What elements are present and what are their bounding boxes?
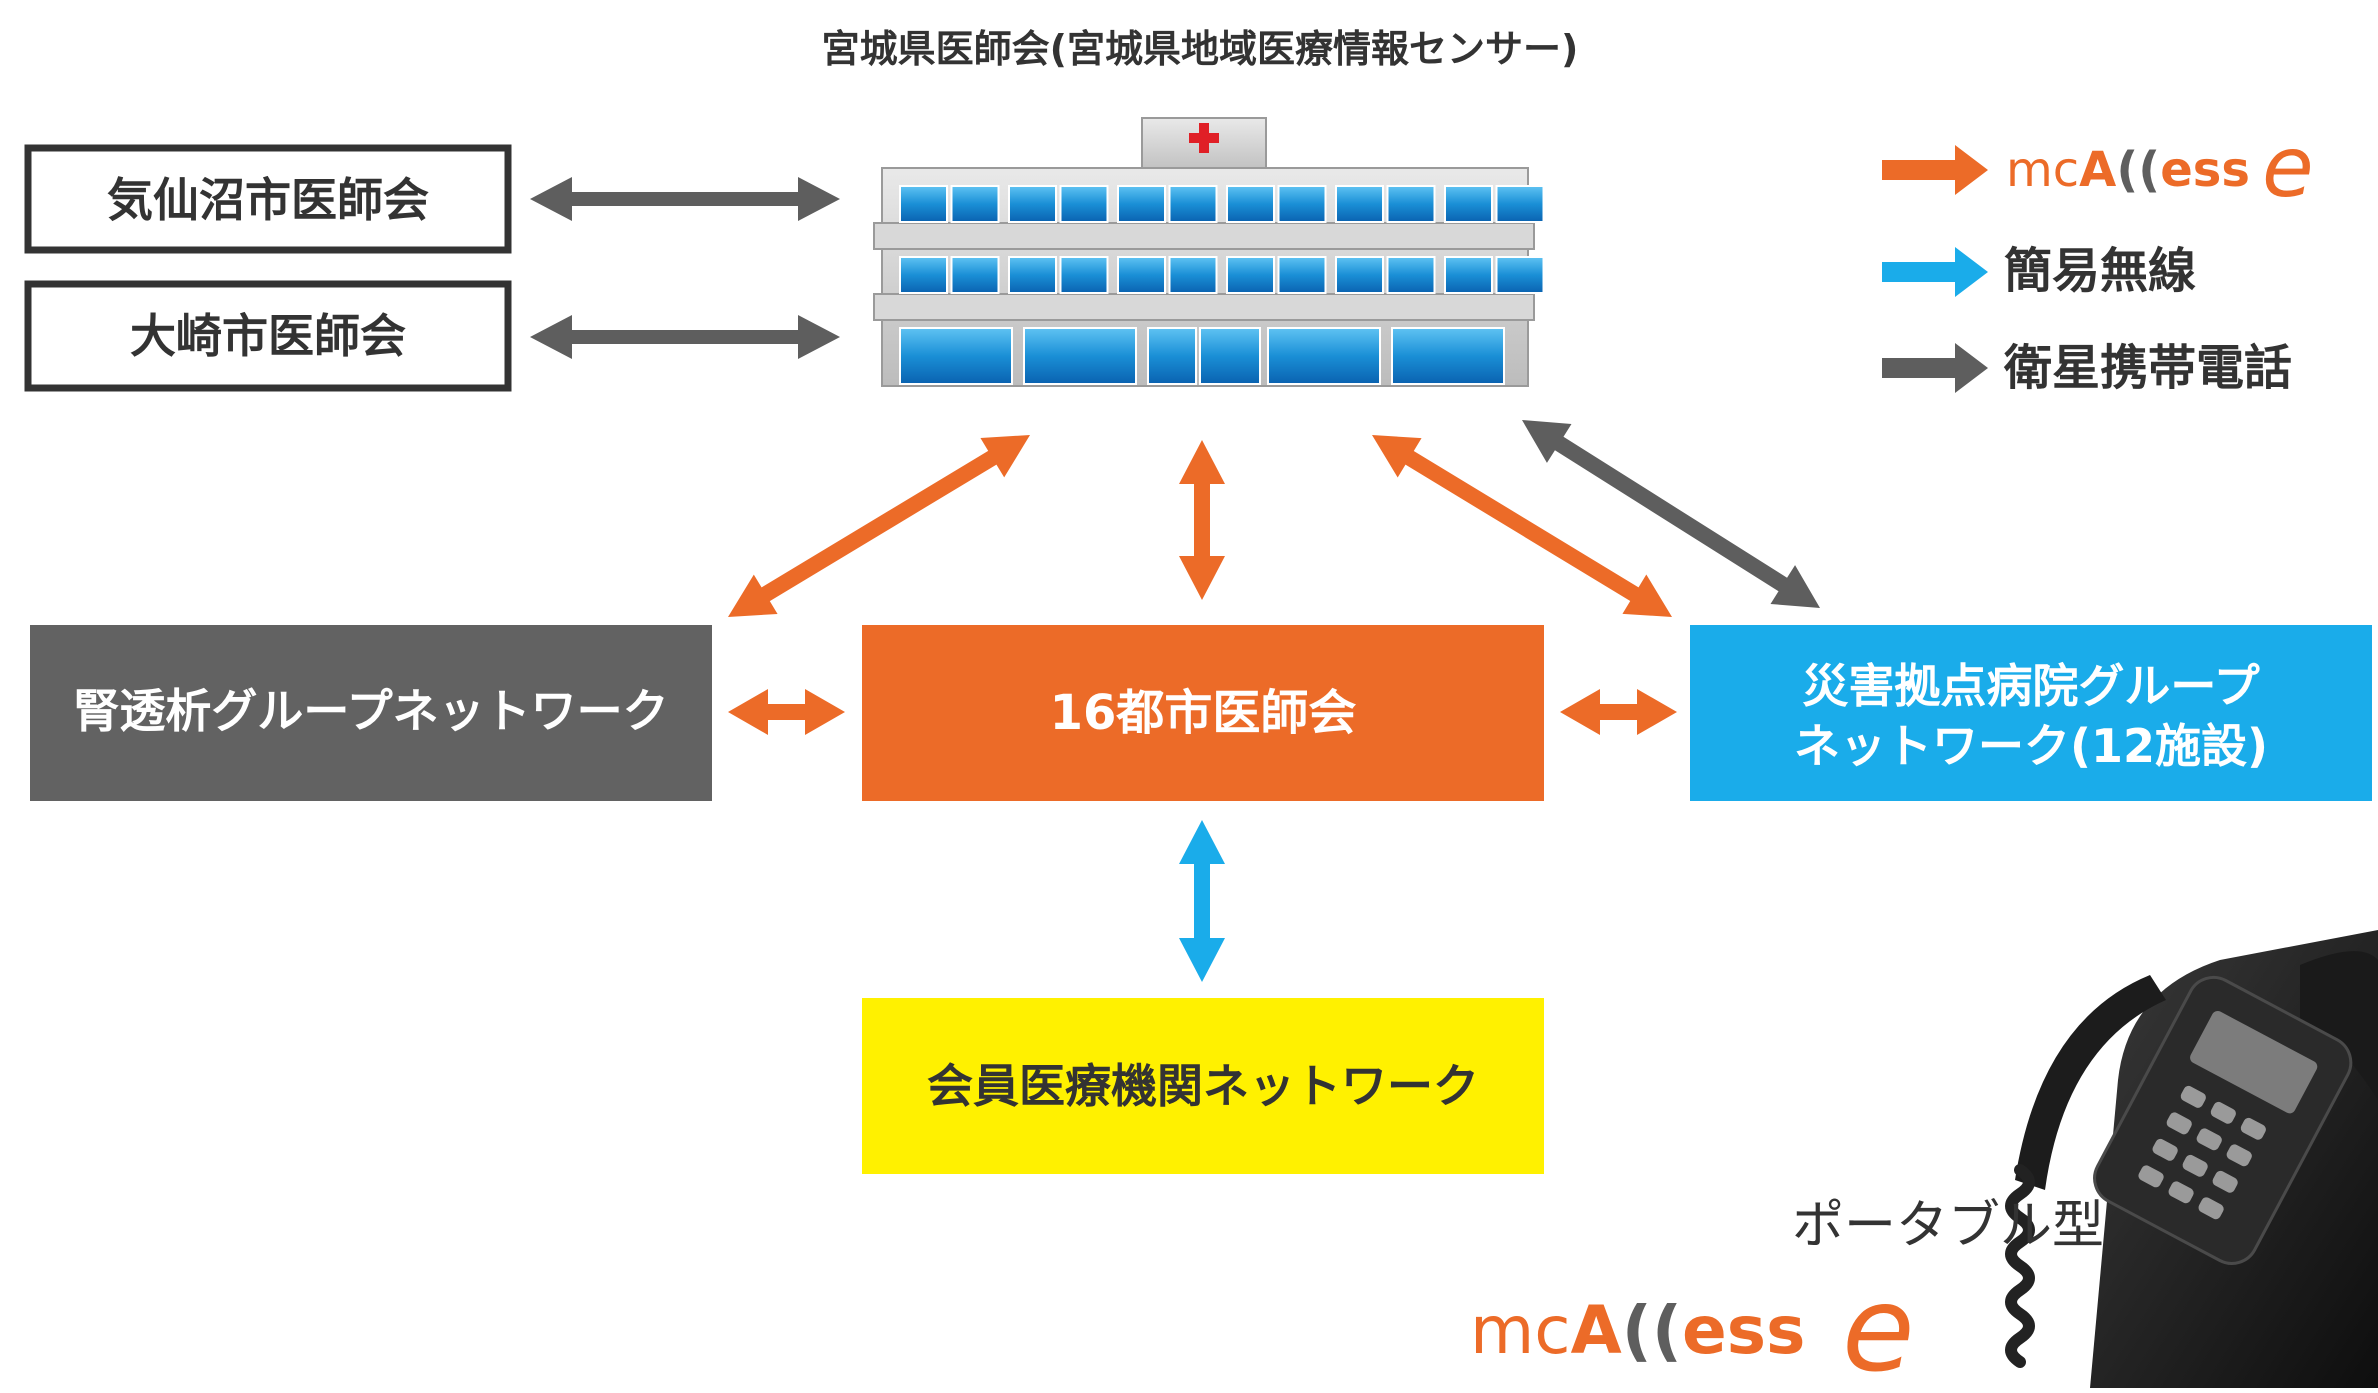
disaster-hospital-label-line1: 災害拠点病院グループ	[1802, 659, 2259, 713]
hospital-window	[1335, 256, 1384, 294]
device-key	[2168, 1181, 2194, 1204]
hospital-window	[1059, 185, 1109, 223]
device-key	[2240, 1117, 2266, 1140]
legend-simple-radio-label: 簡易無線	[2004, 243, 2196, 299]
member-institutions-box: 会員医療機関ネットワーク	[862, 998, 1544, 1174]
device-key	[2196, 1128, 2222, 1151]
arrow-disaster-hospital-satellite	[1522, 420, 1820, 608]
legend-satellite-phone: 衛星携帯電話	[1882, 340, 2292, 396]
hospital-window	[899, 327, 1013, 385]
svg-text:mcA((ess: mcA((ess	[2006, 142, 2250, 198]
hospital-window	[1444, 256, 1493, 294]
hospital-window	[1495, 185, 1545, 223]
legend-logo-e: e	[2262, 118, 2314, 216]
arrow-city-hospital	[1179, 440, 1225, 600]
hospital-window	[1386, 185, 1436, 223]
osaki-box: 大崎市医師会	[24, 280, 512, 392]
hospital-window	[1008, 185, 1057, 223]
hospital-window	[1008, 256, 1057, 294]
arrow-osaki-hospital	[530, 315, 840, 359]
hospital-window	[1168, 256, 1218, 294]
member-institutions-label: 会員医療機関ネットワーク	[927, 1059, 1479, 1113]
svg-text:mcA((ess: mcA((ess	[1470, 1292, 1805, 1369]
device-key	[2210, 1101, 2236, 1124]
hospital-window	[1495, 256, 1545, 294]
hospital-window	[950, 185, 1000, 223]
hospital-window	[1277, 185, 1327, 223]
hospital-window	[1226, 185, 1275, 223]
legend: mcA((ess e 簡易無線 衛星携帯電話	[1882, 118, 2314, 396]
disaster-hospital-label-line2: ネットワーク(12施設)	[1794, 719, 2268, 773]
device-key	[2182, 1154, 2208, 1177]
device-key	[2226, 1144, 2252, 1167]
arrow-city-disaster	[1560, 689, 1677, 735]
device-key	[2152, 1138, 2178, 1161]
portable-type-caption: ポータブル型	[1792, 1196, 2104, 1256]
dialysis-network-box: 腎透析グループネットワーク	[30, 625, 712, 801]
hospital-window	[1391, 327, 1505, 385]
osaki-label: 大崎市医師会	[130, 309, 406, 363]
hospital-window	[1059, 256, 1109, 294]
disaster-hospital-box: 災害拠点病院グループ ネットワーク(12施設)	[1690, 625, 2372, 801]
device-key	[2198, 1197, 2224, 1220]
hospital-window	[1335, 185, 1384, 223]
mcaccess-logo: mcA((ess e	[1470, 1260, 1915, 1393]
device-key	[2212, 1170, 2238, 1193]
legend-logo-a: A	[2079, 142, 2116, 198]
logo-e: e	[1842, 1260, 1915, 1388]
hospital-window	[1117, 185, 1166, 223]
hospital-window	[1117, 256, 1166, 294]
city-medical-association-box: 16都市医師会	[862, 625, 1544, 801]
legend-logo-ess: ess	[2160, 142, 2250, 198]
hospital-window	[1199, 327, 1261, 385]
page-title: 宮城県医師会(宮城県地域医療情報センサー)	[822, 27, 1579, 71]
hospital-window	[899, 256, 948, 294]
hospital-building-icon	[873, 117, 1545, 387]
arrow-city-members	[1179, 820, 1225, 982]
logo-a: A	[1571, 1292, 1622, 1369]
device-key	[2138, 1165, 2164, 1188]
dialysis-network-label: 腎透析グループネットワーク	[73, 684, 668, 738]
hospital-window	[950, 256, 1000, 294]
hospital-window	[1147, 327, 1197, 385]
connection-arrows	[530, 177, 1820, 982]
hospital-window	[899, 185, 948, 223]
kesennuma-box: 気仙沼市医師会	[24, 144, 512, 254]
legend-satellite-label: 衛星携帯電話	[2003, 340, 2292, 396]
device-key	[2166, 1112, 2192, 1135]
device-key	[2180, 1085, 2206, 1108]
arrow-dialysis-hospital	[728, 435, 1030, 617]
legend-mcaccess: mcA((ess e	[1882, 118, 2314, 216]
arrow-dialysis-city	[728, 689, 845, 735]
legend-logo-mc: mc	[2006, 142, 2079, 198]
arrow-disaster-hospital-mcaccess	[1372, 435, 1672, 617]
kesennuma-label: 気仙沼市医師会	[107, 173, 429, 227]
hospital-window	[1444, 185, 1493, 223]
hospital-window	[1277, 256, 1327, 294]
hospital-window	[1168, 185, 1218, 223]
hospital-window	[1226, 256, 1275, 294]
city-medical-association-label: 16都市医師会	[1050, 685, 1357, 741]
hospital-window	[1386, 256, 1436, 294]
legend-simple-radio: 簡易無線	[1882, 243, 2196, 299]
arrow-kesennuma-hospital	[530, 177, 840, 221]
logo-ess: ess	[1682, 1292, 1805, 1369]
hospital-window	[1267, 327, 1381, 385]
satellite-phone-device-image	[2005, 930, 2378, 1388]
hospital-window	[1023, 327, 1137, 385]
logo-mc: mc	[1470, 1292, 1571, 1369]
